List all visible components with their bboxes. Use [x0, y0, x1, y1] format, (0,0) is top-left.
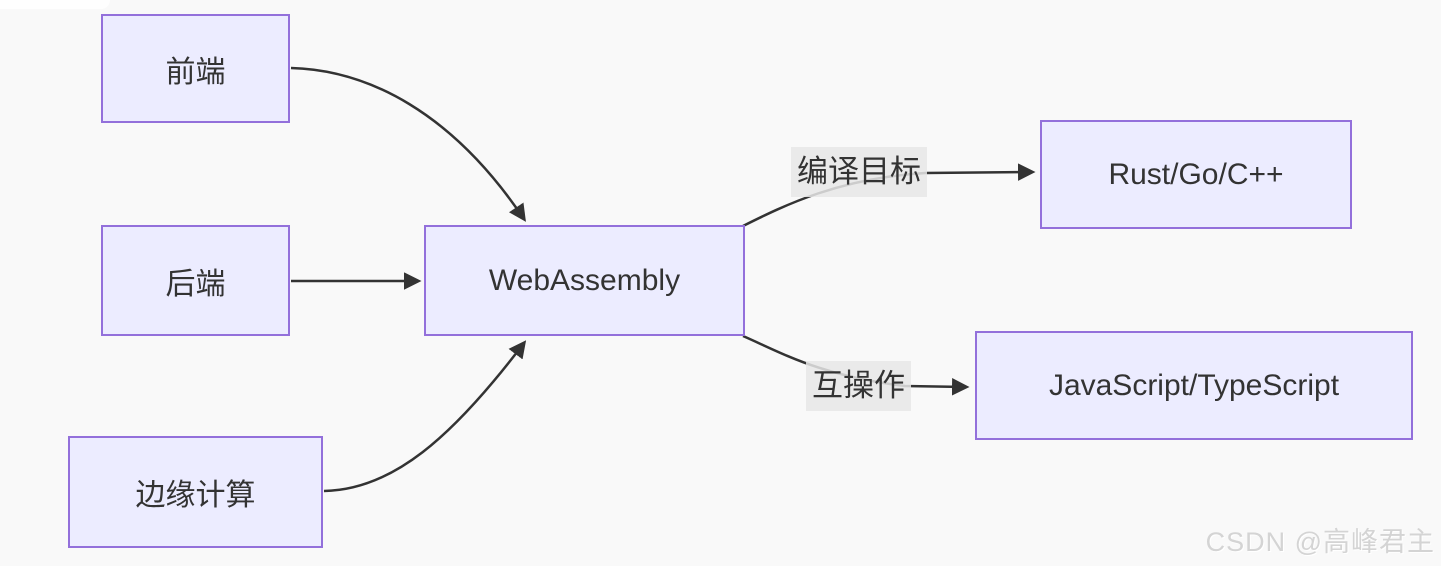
- node-js-ts: JavaScript/TypeScript: [975, 331, 1413, 440]
- node-edge-computing: 边缘计算: [68, 436, 323, 548]
- edge-frontend-to-webassembly: [290, 66, 526, 222]
- node-edge-computing-label: 边缘计算: [135, 479, 256, 512]
- edge-label-interop: 互操作: [806, 361, 911, 411]
- edge-label-compile-target: 编译目标: [791, 147, 927, 197]
- csdn-watermark: CSDN @高峰君主: [1205, 527, 1435, 557]
- node-js-ts-label: JavaScript/TypeScript: [1048, 368, 1340, 402]
- node-frontend-label: 前端: [165, 55, 226, 89]
- node-frontend: 前端: [101, 14, 290, 123]
- node-webassembly-label: WebAssembly: [488, 263, 681, 297]
- node-rust-go-cpp-label: Rust/Go/C++: [1108, 157, 1284, 191]
- top-left-page-artifact: [0, 0, 110, 9]
- node-webassembly: WebAssembly: [424, 225, 745, 336]
- node-rust-go-cpp: Rust/Go/C++: [1040, 120, 1352, 229]
- node-backend: 后端: [101, 225, 290, 336]
- node-backend-label: 后端: [165, 267, 226, 301]
- edge-edge-computing-to-webassembly: [323, 340, 527, 493]
